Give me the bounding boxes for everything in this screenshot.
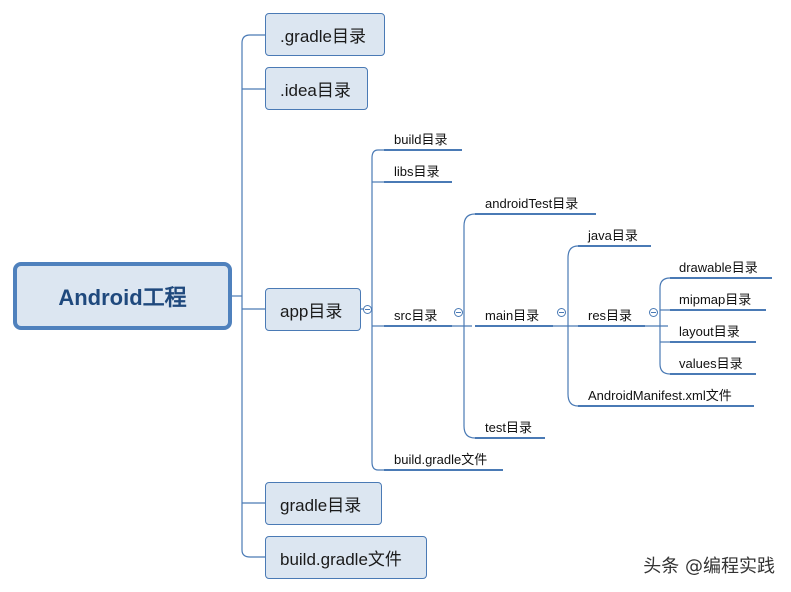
collapse-toggle-src[interactable] [454,308,463,317]
node-build-dir[interactable]: build目录 [394,132,448,147]
node-app-build-gradle-file[interactable]: build.gradle文件 [394,452,488,467]
node-androidtest-dir[interactable]: androidTest目录 [485,196,579,211]
node-java-dir[interactable]: java目录 [588,228,638,243]
watermark: 头条 @编程实践 [643,556,775,577]
node-label: .gradle目录 [280,27,366,46]
node-layout-dir[interactable]: layout目录 [679,324,740,339]
node-gradle-dir-hidden[interactable]: .gradle目录 [265,13,385,56]
node-label: .idea目录 [280,81,351,100]
node-androidmanifest-file[interactable]: AndroidManifest.xml文件 [588,388,732,403]
node-res-dir[interactable]: res目录 [588,308,633,323]
node-values-dir[interactable]: values目录 [679,356,743,371]
root-node[interactable]: Android工程 [13,262,232,330]
root-label: Android工程 [58,285,187,310]
node-idea-dir[interactable]: .idea目录 [265,67,368,110]
node-app-dir[interactable]: app目录 [265,288,361,331]
node-drawable-dir[interactable]: drawable目录 [679,260,758,275]
collapse-toggle-res[interactable] [649,308,658,317]
collapse-toggle-main[interactable] [557,308,566,317]
node-label: app目录 [280,302,343,321]
collapse-toggle-app[interactable] [363,305,372,314]
node-libs-dir[interactable]: libs目录 [394,164,440,179]
node-main-dir[interactable]: main目录 [485,308,540,323]
node-label: build.gradle文件 [280,550,402,569]
node-test-dir[interactable]: test目录 [485,420,532,435]
node-label: gradle目录 [280,496,362,515]
node-gradle-dir[interactable]: gradle目录 [265,482,382,525]
node-mipmap-dir[interactable]: mipmap目录 [679,292,752,307]
node-build-gradle-file[interactable]: build.gradle文件 [265,536,427,579]
node-src-dir[interactable]: src目录 [394,308,438,323]
